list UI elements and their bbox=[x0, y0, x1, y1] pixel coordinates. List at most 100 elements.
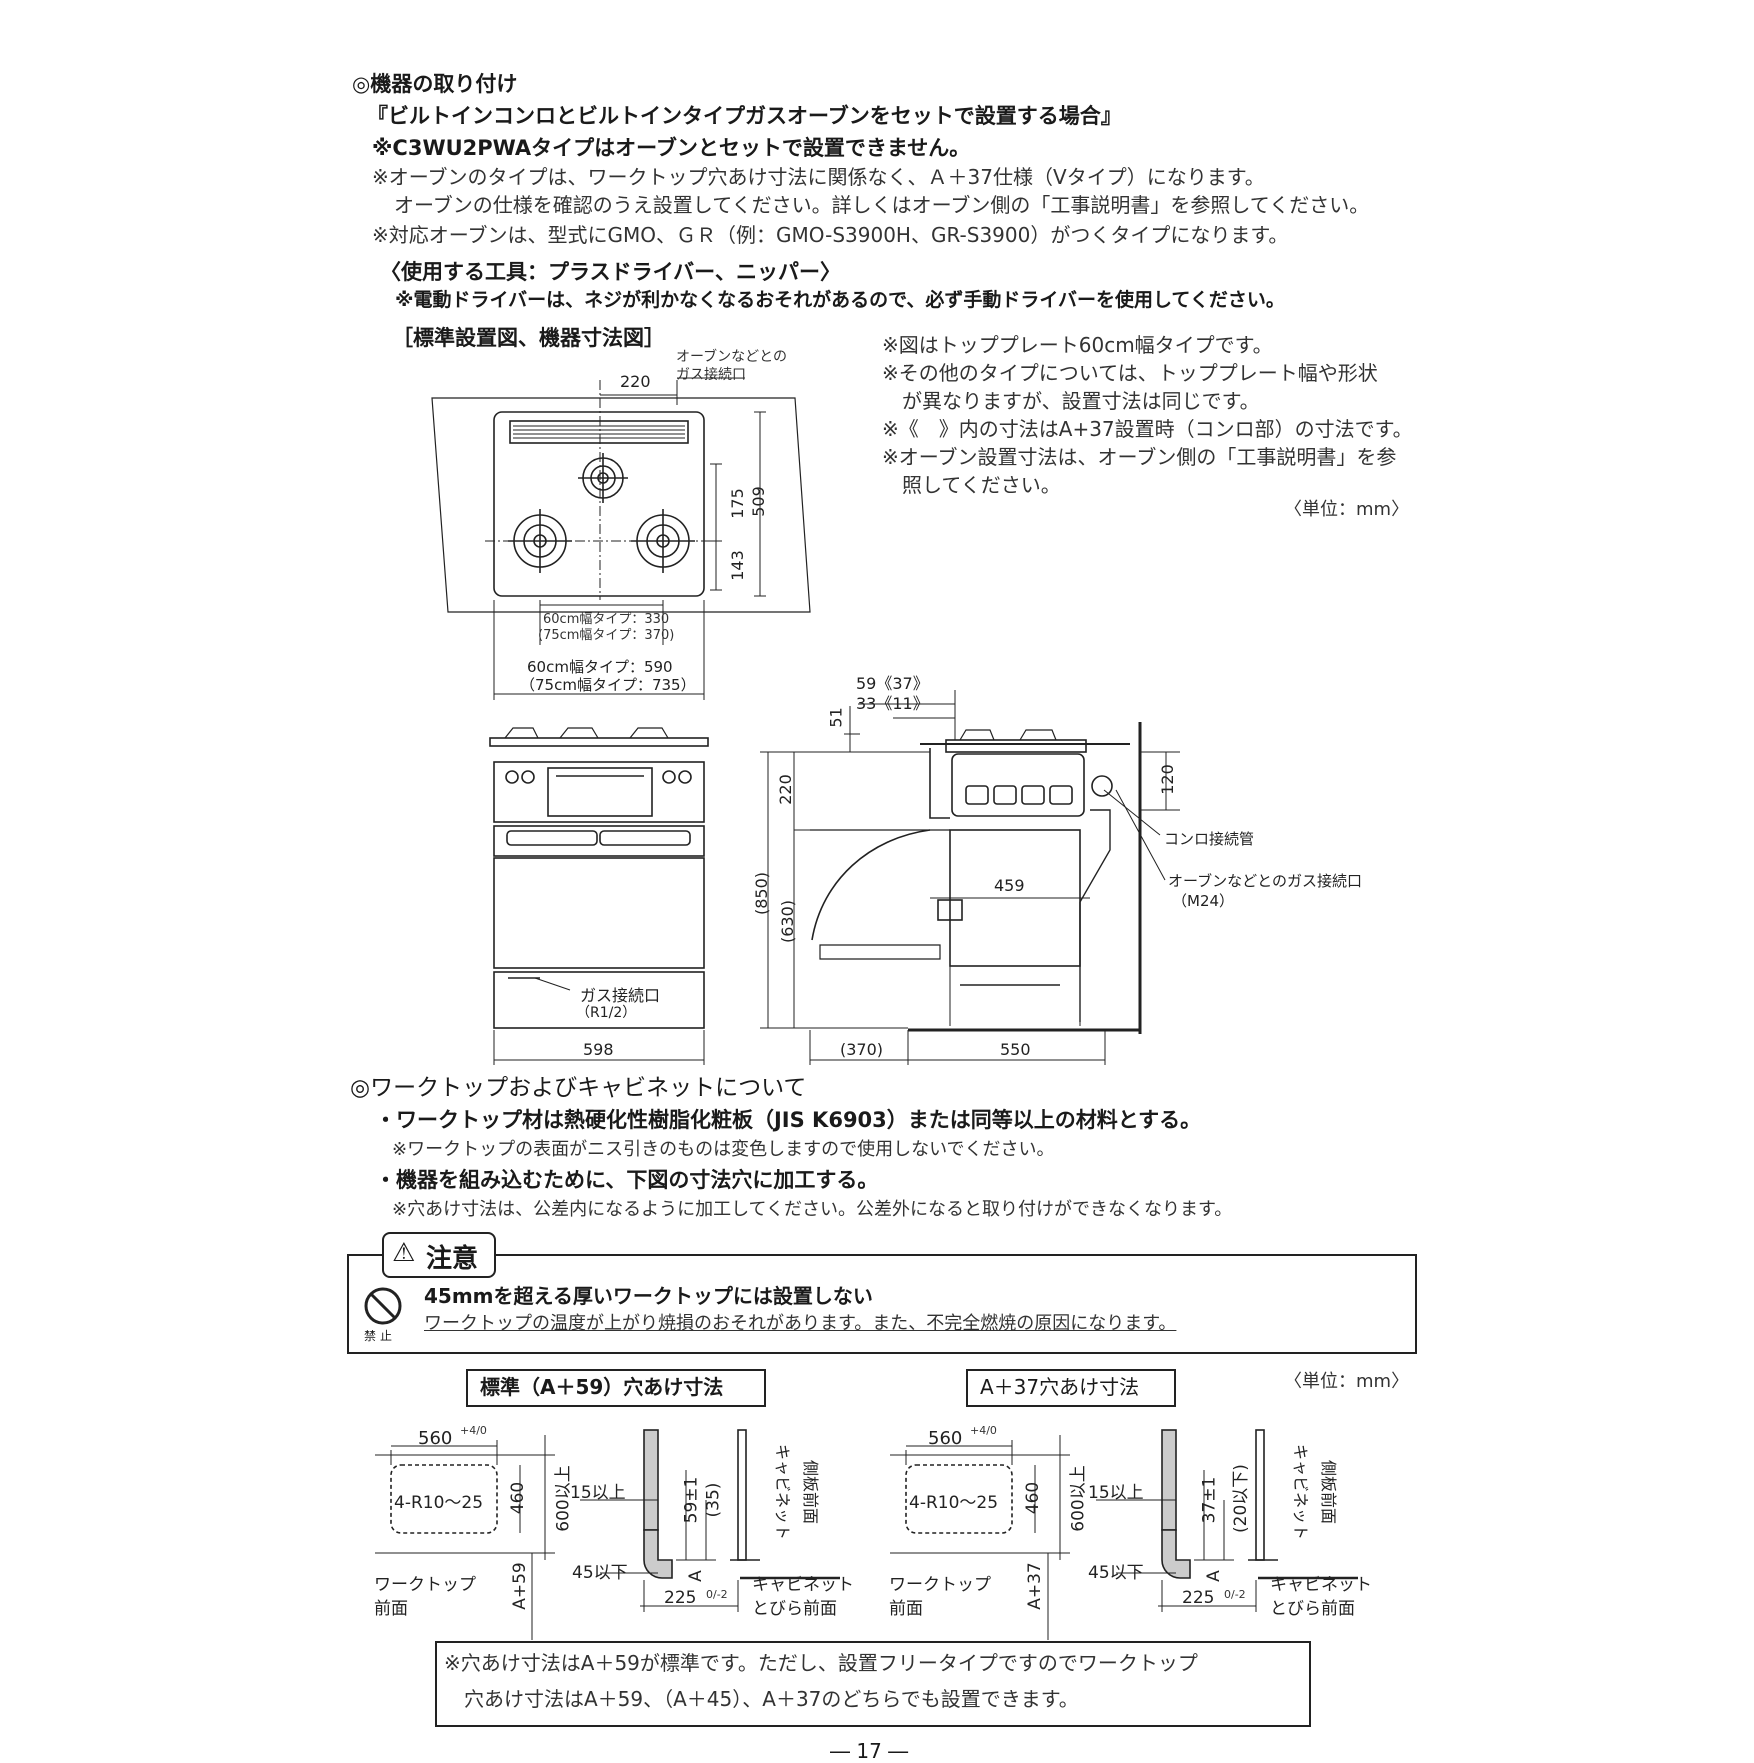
cl-front-a: ワークトップ bbox=[374, 1575, 476, 1595]
front-oven-door bbox=[493, 857, 705, 969]
cutout-left-title-box: 標準（A＋59）穴あけ寸法 bbox=[466, 1369, 766, 1407]
tools-note: ※電動ドライバーは、ネジが利かなくなるおそれがあるので、必ず手動ドライバーを使用… bbox=[395, 289, 1285, 311]
worktop-outline bbox=[431, 397, 811, 613]
cr-aplus: A+37 bbox=[1024, 1562, 1045, 1610]
cl-cab-door-b: とびら前面 bbox=[752, 1599, 837, 1619]
unit-label-1: 〈単位：mm〉 bbox=[1284, 499, 1410, 520]
cl-cab-door-a: キャビネット bbox=[752, 1575, 854, 1595]
grille bbox=[509, 420, 689, 444]
diagram-note-1: ※図はトッププレート60cm幅タイプです。 bbox=[882, 333, 1273, 357]
page-number: ― 17 ― bbox=[830, 1739, 909, 1763]
worktop-bullet-2: ・機器を組み込むために、下図の寸法穴に加工する。 bbox=[375, 1168, 879, 1192]
note-oven-type: ※オーブンのタイプは、ワークトップ穴あけ寸法に関係なく、Ａ＋37仕様（Vタイプ）… bbox=[372, 165, 1265, 189]
width-60: 60cm幅タイプ：590 bbox=[527, 658, 673, 676]
section-title-install: ◎機器の取り付け bbox=[352, 72, 518, 96]
burner-pitch-60: 60cm幅タイプ：330 bbox=[543, 612, 670, 627]
cl-radius: 4-R10〜25 bbox=[394, 1493, 484, 1513]
cr-d225: 225 bbox=[1182, 1588, 1215, 1608]
worktop-bullet-1: ・ワークトップ材は熱硬化性樹脂化粧板（JIS K6903）または同等以上の材料と… bbox=[375, 1108, 1202, 1132]
cr-d15: 15以上 bbox=[1088, 1483, 1144, 1503]
cr-radius: 4-R10〜25 bbox=[909, 1493, 999, 1513]
caution-title: 45mmを超える厚いワークトップには設置しない bbox=[424, 1284, 873, 1308]
unit-label-2: 〈単位：mm〉 bbox=[1284, 1371, 1410, 1392]
dim-59: 59《37》 bbox=[856, 674, 929, 693]
cutout-rect-left bbox=[390, 1464, 498, 1534]
top-plate bbox=[493, 411, 705, 597]
front-control-panel bbox=[493, 761, 705, 823]
warning-icon: ⚠ bbox=[392, 1238, 416, 1268]
diagram-note-2a: ※その他のタイプについては、トッププレート幅や形状 bbox=[882, 361, 1378, 385]
width-75: （75cm幅タイプ：735） bbox=[520, 676, 696, 694]
cl-cab-side-a: キャビネット bbox=[773, 1443, 793, 1541]
dim-143: 143 bbox=[727, 550, 747, 581]
prohibit-icon bbox=[364, 1287, 402, 1325]
cr-tol-225: 0/-2 bbox=[1224, 1588, 1246, 1601]
worktop-note-1: ※ワークトップの表面がニス引きのものは変色しますので使用しないでください。 bbox=[392, 1139, 1055, 1160]
note-compatible-oven: ※対応オーブンは、型式にGMO、ＧＲ（例：GMO-S3900H、GR-S3900… bbox=[372, 223, 1289, 247]
cr-dA: A bbox=[1203, 1570, 1224, 1582]
cr-cab-side-b: 側板前面 bbox=[1319, 1459, 1339, 1525]
cutout-rect-right bbox=[905, 1464, 1013, 1534]
dim-459: 459 bbox=[994, 876, 1025, 895]
cr-d20: (20以下) bbox=[1230, 1464, 1251, 1533]
footer-note-a: ※穴あけ寸法はA＋59が標準です。ただし、設置フリータイプですのでワークトップ bbox=[444, 1651, 1198, 1675]
dim-175: 175 bbox=[727, 488, 747, 519]
konro-pipe-label: コンロ接続管 bbox=[1164, 830, 1255, 848]
dim-120: 120 bbox=[1157, 764, 1177, 795]
section-title-worktop: ◎ワークトップおよびキャビネットについて bbox=[350, 1075, 807, 1101]
dim-220-side: 220 bbox=[775, 774, 795, 805]
cl-d59: 59±1 bbox=[681, 1476, 702, 1524]
cl-aplus: A+59 bbox=[509, 1562, 530, 1610]
footer-note-box bbox=[435, 1641, 1311, 1727]
dim-850: (850) bbox=[752, 871, 772, 916]
burner-pitch-75: (75cm幅タイプ：370) bbox=[538, 628, 675, 643]
cr-d37: 37±1 bbox=[1199, 1476, 1220, 1524]
cr-front-a: ワークトップ bbox=[889, 1575, 991, 1595]
cr-tol-w: +4/0 bbox=[970, 1424, 997, 1437]
burner-rear bbox=[578, 453, 628, 503]
diagram-title: ［標準設置図、機器寸法図］ bbox=[392, 326, 665, 350]
prohibit-label: 禁止 bbox=[364, 1329, 397, 1343]
dim-598: 598 bbox=[583, 1040, 614, 1059]
diagram-note-2b: が異なりますが、設置寸法は同じです。 bbox=[902, 389, 1260, 413]
cl-cab-side-b: 側板前面 bbox=[801, 1459, 821, 1525]
dim-550: 550 bbox=[1000, 1040, 1031, 1059]
note-c3wu2pwa: ※C3WU2PWAタイプはオーブンとセットで設置できません。 bbox=[372, 136, 971, 160]
cr-front-b: 前面 bbox=[889, 1599, 923, 1619]
cl-front-b: 前面 bbox=[374, 1599, 408, 1619]
worktop-note-2: ※穴あけ寸法は、公差内になるように加工してください。公差外になると取り付けができ… bbox=[392, 1199, 1233, 1220]
dim-33: 33《11》 bbox=[856, 694, 929, 713]
caution-label-box: ⚠ 注意 bbox=[382, 1232, 496, 1278]
cutout-left-title: 標準（A＋59）穴あけ寸法 bbox=[480, 1375, 724, 1399]
dim-370: (370) bbox=[840, 1040, 884, 1059]
cl-d45: 45以下 bbox=[572, 1563, 628, 1583]
cl-d35: (35) bbox=[703, 1482, 724, 1518]
diagram-note-4a: ※オーブン設置寸法は、オーブン側の「工事説明書」を参 bbox=[882, 445, 1397, 469]
dim-220-top: 220 bbox=[620, 372, 651, 391]
gas-label-b: ガス接続口 bbox=[676, 367, 746, 383]
cr-h460: 460 bbox=[1023, 1481, 1044, 1515]
footer-note-b: 穴あけ寸法はA＋59、（A＋45）、A＋37のどちらでも設置できます。 bbox=[464, 1687, 1079, 1711]
dim-51: 51 bbox=[826, 707, 846, 728]
oven-gas-label-b: （M24） bbox=[1172, 892, 1235, 910]
cl-d15: 15以上 bbox=[570, 1483, 626, 1503]
cl-tol-w: +4/0 bbox=[460, 1424, 487, 1437]
cl-d225: 225 bbox=[664, 1588, 697, 1608]
cr-cab-side-a: キャビネット bbox=[1291, 1443, 1311, 1541]
caution-label: 注意 bbox=[426, 1244, 479, 1274]
front-gas-conn-b: （R1/2） bbox=[576, 1005, 637, 1021]
diagram-note-4b: 照してください。 bbox=[902, 473, 1061, 497]
tools-heading: 〈使用する工具：プラスドライバー、ニッパー〉 bbox=[380, 260, 841, 284]
cl-h460: 460 bbox=[508, 1481, 529, 1515]
front-top-plate bbox=[489, 737, 709, 747]
front-gas-conn-a: ガス接続口 bbox=[580, 986, 661, 1005]
cutout-right-title: A＋37穴あけ寸法 bbox=[980, 1375, 1140, 1399]
note-oven-spec: オーブンの仕様を確認のうえ設置してください。詳しくはオーブン側の「工事説明書」を… bbox=[394, 193, 1370, 217]
cutout-right-title-box: A＋37穴あけ寸法 bbox=[966, 1369, 1176, 1407]
section-subtitle: 『ビルトインコンロとビルトインタイプガスオーブンをセットで設置する場合』 bbox=[367, 104, 1122, 128]
cr-h600: 600以上 bbox=[1068, 1465, 1089, 1532]
dim-630: (630) bbox=[778, 899, 798, 944]
cr-cab-door-a: キャビネット bbox=[1270, 1575, 1372, 1595]
diagram-note-3: ※《 》内の寸法はA+37設置時（コンロ部）の寸法です。 bbox=[882, 417, 1413, 441]
